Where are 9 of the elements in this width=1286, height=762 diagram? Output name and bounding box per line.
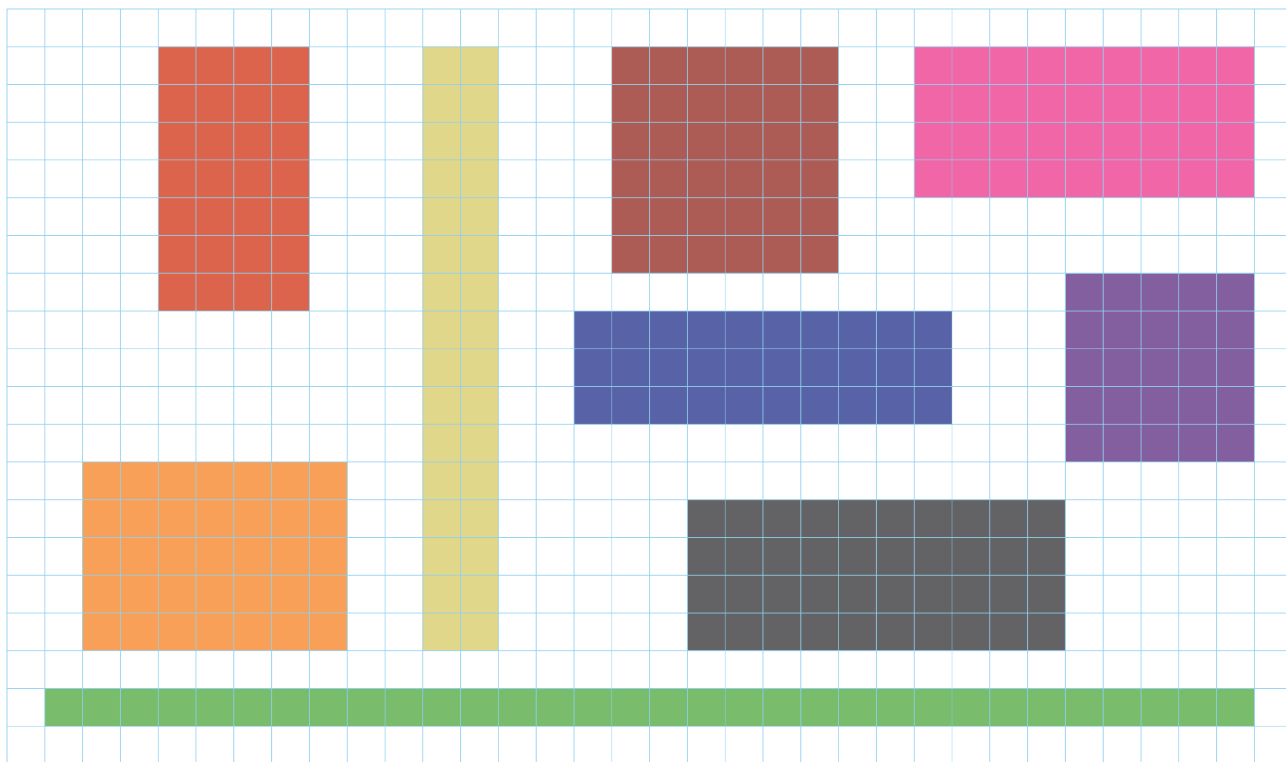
colored-block: [687, 499, 1066, 651]
colored-block: [82, 462, 348, 651]
colored-block: [1065, 273, 1255, 462]
colored-block: [44, 688, 1255, 727]
colored-block: [574, 311, 952, 425]
colored-block: [611, 46, 839, 274]
colored-block: [914, 46, 1255, 198]
colored-block: [158, 46, 310, 311]
colored-block: [422, 46, 499, 651]
